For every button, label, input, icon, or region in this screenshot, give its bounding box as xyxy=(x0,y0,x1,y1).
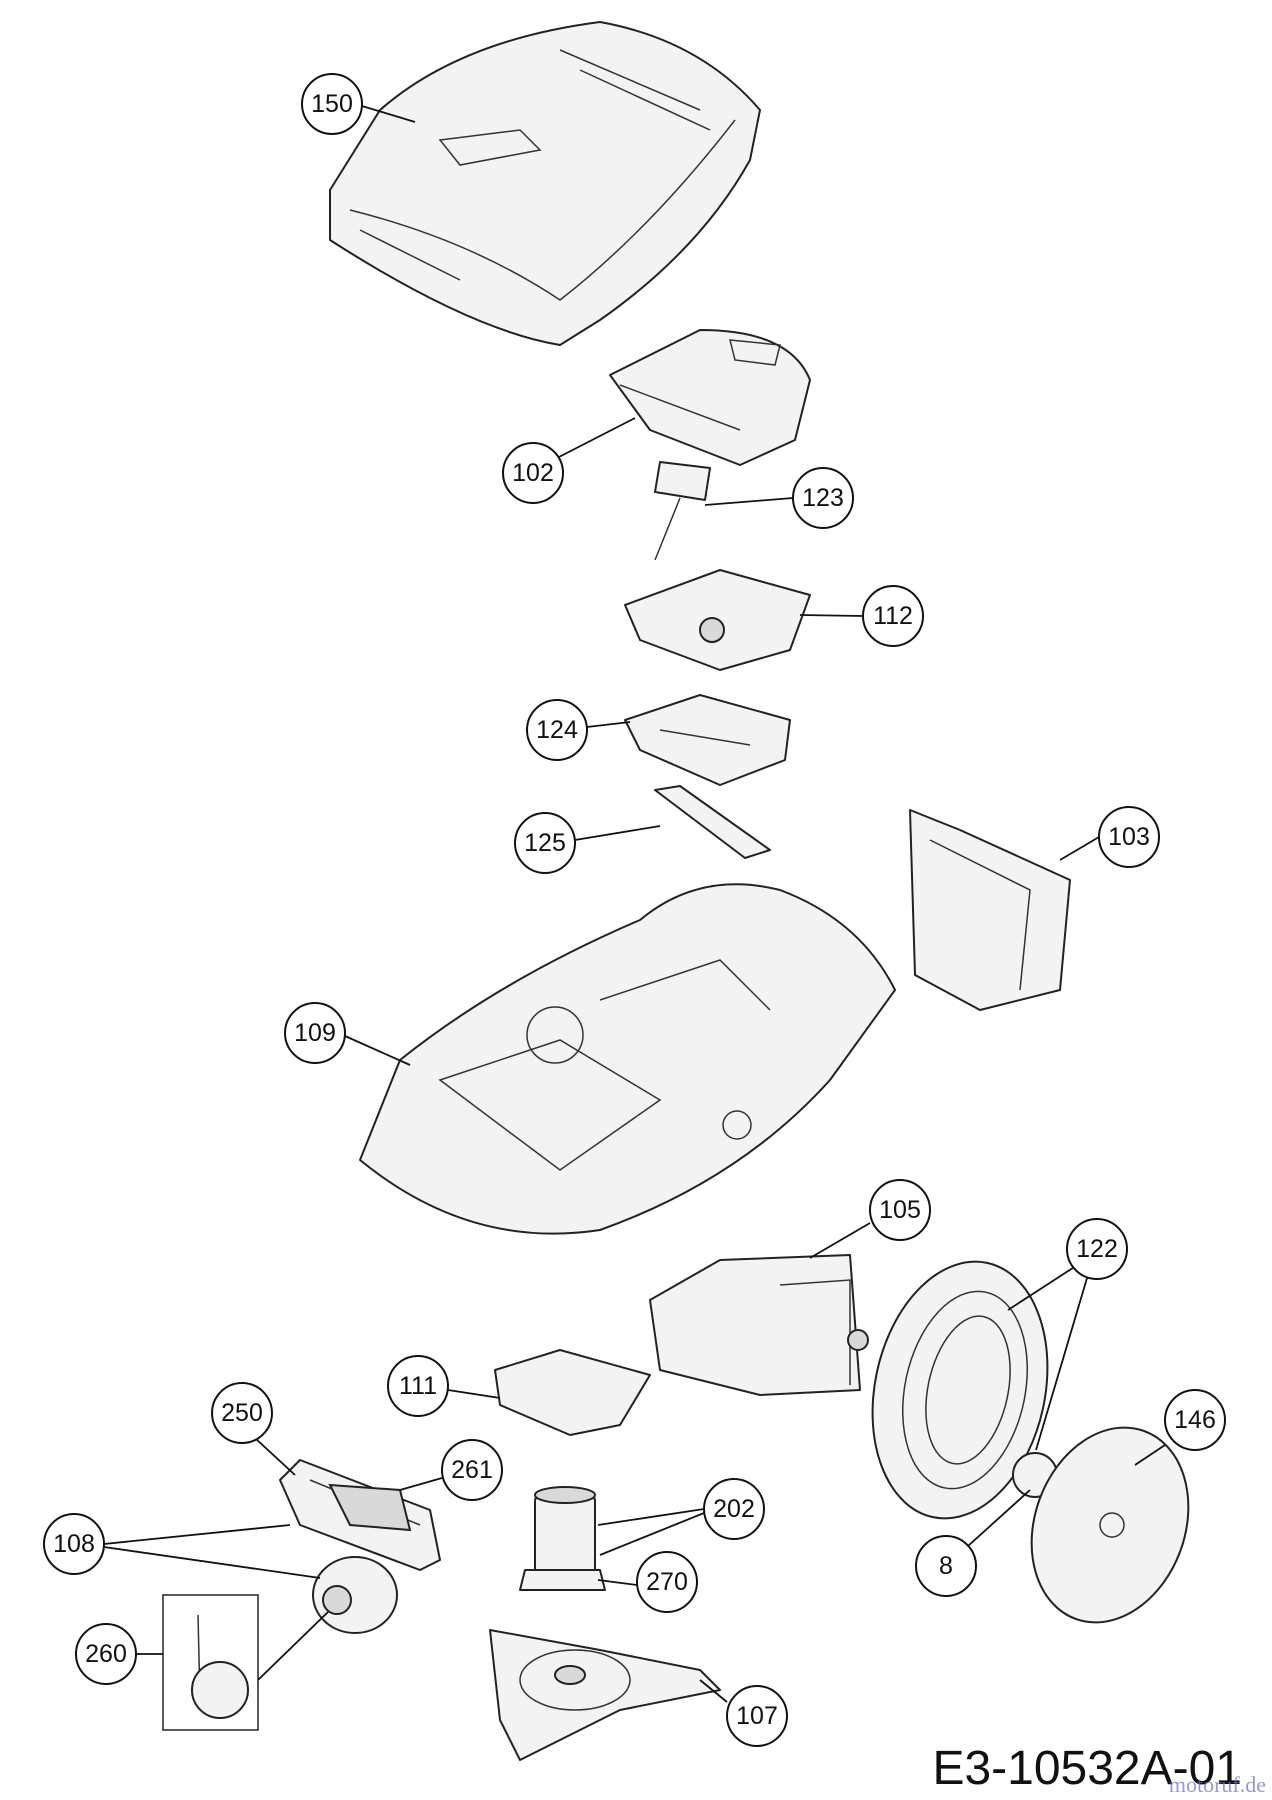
leader-8 xyxy=(967,1489,1031,1547)
callout-108: 108 xyxy=(43,1513,105,1575)
callout-146: 146 xyxy=(1164,1389,1226,1451)
callout-105: 105 xyxy=(869,1179,931,1241)
part-261-sensor-unit xyxy=(328,1483,412,1532)
callout-124: 124 xyxy=(526,699,588,761)
svg-text:8: 8 xyxy=(939,1552,953,1580)
callouts: 150 102 123 112 124 125 103 109 105 122 … xyxy=(43,73,1226,1747)
part-270-motor-mount xyxy=(519,1569,606,1591)
svg-text:109: 109 xyxy=(294,1019,336,1047)
svg-text:270: 270 xyxy=(646,1568,688,1596)
callout-122: 122 xyxy=(1066,1218,1128,1280)
callout-111: 111 xyxy=(387,1355,449,1417)
svg-text:125: 125 xyxy=(524,829,566,857)
drawing-code: E3-10532A-01 xyxy=(932,1742,1242,1795)
leader-202b xyxy=(599,1512,705,1556)
part-150-top-cover xyxy=(329,21,761,346)
svg-text:250: 250 xyxy=(221,1399,263,1427)
callout-270: 270 xyxy=(636,1551,698,1613)
svg-text:123: 123 xyxy=(802,484,844,512)
leader-124 xyxy=(586,721,631,728)
leader-122b xyxy=(1035,1267,1091,1451)
leader-260b xyxy=(257,1611,329,1681)
svg-text:261: 261 xyxy=(451,1456,493,1484)
part-260-caster-assembly xyxy=(162,1594,259,1731)
callout-125: 125 xyxy=(514,812,576,874)
callout-250: 250 xyxy=(211,1382,273,1444)
part-107-blade-disc xyxy=(489,1629,721,1761)
svg-text:102: 102 xyxy=(512,459,554,487)
watermark-logo: motoruf.de xyxy=(1168,1772,1266,1797)
leader-122a xyxy=(1007,1261,1083,1311)
svg-text:122: 122 xyxy=(1076,1235,1118,1263)
svg-text:107: 107 xyxy=(736,1702,778,1730)
leader-261 xyxy=(399,1477,443,1491)
part-122-drive-wheel xyxy=(871,1260,1049,1520)
svg-text:150: 150 xyxy=(311,90,353,118)
leader-107 xyxy=(699,1679,728,1703)
part-111-bracket xyxy=(494,1349,651,1436)
callout-102: 102 xyxy=(502,442,564,504)
leader-146 xyxy=(1134,1444,1166,1466)
leader-123 xyxy=(704,497,794,506)
part-146-wheel-cap xyxy=(1030,1426,1190,1624)
callout-112: 112 xyxy=(862,585,924,647)
svg-text:108: 108 xyxy=(53,1530,95,1558)
part-108-front-wheel xyxy=(312,1556,398,1634)
leader-150 xyxy=(361,105,416,123)
part-102-upper-housing xyxy=(609,329,811,466)
part-103-battery-box xyxy=(909,809,1071,1011)
svg-text:103: 103 xyxy=(1108,823,1150,851)
part-123-ribbon-board xyxy=(654,461,711,561)
callout-260: 260 xyxy=(75,1623,137,1685)
leader-111 xyxy=(447,1389,501,1399)
callout-150: 150 xyxy=(301,73,363,135)
leader-109 xyxy=(344,1035,411,1066)
leader-112 xyxy=(799,614,864,617)
callout-103: 103 xyxy=(1098,806,1160,868)
callout-123: 123 xyxy=(792,467,854,529)
leader-105 xyxy=(809,1222,871,1259)
part-124-board-tray xyxy=(624,694,791,786)
svg-text:260: 260 xyxy=(85,1640,127,1668)
leader-125 xyxy=(574,825,661,841)
part-202-cutting-motor xyxy=(534,1486,596,1576)
leader-202a xyxy=(597,1508,705,1526)
svg-text:124: 124 xyxy=(536,716,578,744)
callout-202: 202 xyxy=(703,1478,765,1540)
part-125-bracket xyxy=(654,785,771,859)
callout-107: 107 xyxy=(726,1685,788,1747)
callout-109: 109 xyxy=(284,1002,346,1064)
leader-270 xyxy=(597,1579,638,1586)
leader-103 xyxy=(1059,836,1100,861)
part-109-chassis xyxy=(359,883,896,1235)
leader-102 xyxy=(556,417,636,459)
callout-8: 8 xyxy=(915,1535,977,1597)
callout-261: 261 xyxy=(441,1439,503,1501)
svg-text:105: 105 xyxy=(879,1196,921,1224)
leader-250 xyxy=(255,1438,296,1476)
svg-text:112: 112 xyxy=(873,602,913,630)
part-105-motor-housing xyxy=(649,1254,869,1396)
leader-108b xyxy=(103,1546,321,1579)
leader-108a xyxy=(103,1524,291,1545)
leader-lines xyxy=(103,105,1166,1703)
svg-text:202: 202 xyxy=(713,1495,755,1523)
svg-text:146: 146 xyxy=(1174,1406,1216,1434)
svg-text:111: 111 xyxy=(399,1372,437,1400)
part-112-circuit-board xyxy=(624,569,811,671)
